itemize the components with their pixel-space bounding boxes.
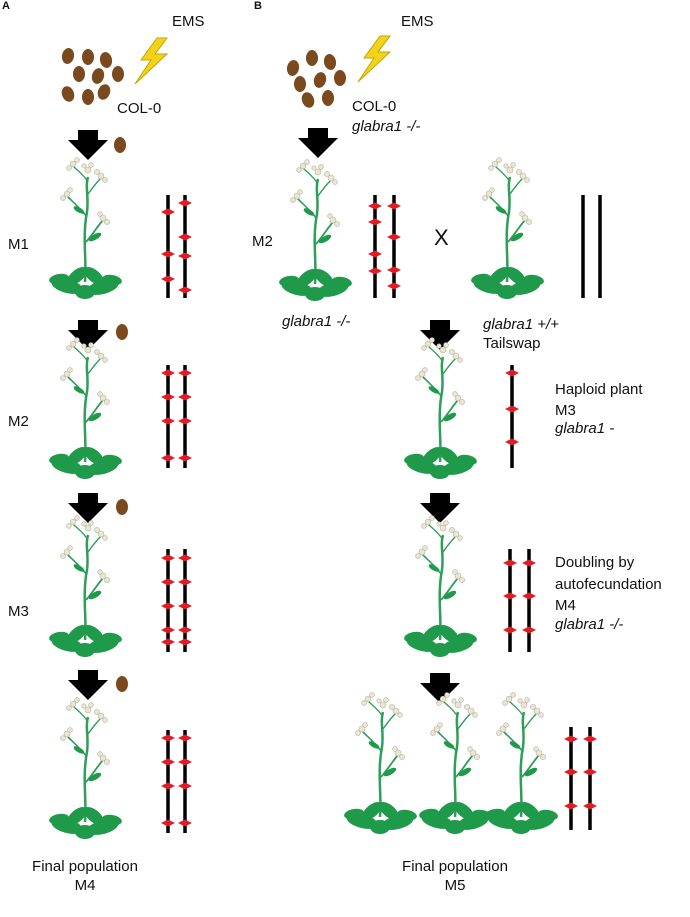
panelA-seed-cluster-icon (59, 47, 124, 105)
panelA-chromosome-pair-icon-2 (161, 365, 192, 468)
panelA-ems-label: EMS (172, 13, 205, 30)
panelB-chromosome-pair-icon-doubled (503, 549, 536, 652)
panelA-plant-icon-3 (47, 514, 124, 659)
panelA-seed-icon-2 (116, 324, 128, 340)
panelA-seed-icon-3 (116, 499, 128, 515)
panelB-lightning-bolt-icon (357, 35, 391, 83)
panelB-doubling-label-1: Doubling by (555, 554, 635, 571)
panelB-down-arrow-icon-3 (420, 493, 460, 523)
panelB-plant-icon-haploid (402, 336, 479, 481)
panelB-doubling-genotype: glabra1 -/- (555, 616, 624, 633)
panelB-plant-icon-final-3 (483, 691, 560, 836)
panelB-tailswap-label: Tailswap (483, 335, 541, 352)
panelB-down-arrow-icon-1 (298, 128, 338, 158)
panelB-mutant-plant-genotype: glabra1 -/- (282, 313, 351, 330)
panelB-tailswap-plant-genotype: glabra1 +/+ (483, 316, 559, 333)
panelB-strain-genotype: glabra1 -/- (352, 118, 421, 135)
panelB-plant-icon-final-1 (342, 691, 419, 836)
panelB-chromosome-icon-haploid (505, 365, 519, 468)
panelA-final-population-title: Final population (32, 858, 138, 875)
panelB-haploid-genotype: glabra1 - (555, 420, 615, 437)
panelA-strain-label: COL-0 (117, 100, 162, 117)
panelB-cross-symbol: X (434, 225, 449, 250)
panelB-chromosome-pair-icon-final (564, 727, 597, 830)
panelA-lightning-bolt-icon (134, 37, 168, 85)
panelB-strain-label: COL-0 (352, 98, 397, 115)
panelA-plant-icon-4 (47, 696, 124, 841)
panelB-chromosome-pair-icon-mutant (368, 195, 401, 298)
panelA-final-population-generation: M4 (74, 877, 96, 894)
panelB-plant-icon-tailswap (469, 156, 546, 301)
panelB-final-population-title: Final population (402, 858, 508, 875)
panelA-down-arrow-icon-1 (68, 130, 108, 160)
panelB-haploid-label: Haploid plant (555, 381, 643, 398)
panelB-plant-icon-final-2 (417, 691, 494, 836)
panelB-ems-label: EMS (401, 13, 434, 30)
panelA-seed-icon-4 (116, 676, 128, 692)
panelA-generation-m2: M2 (8, 413, 29, 430)
panelA-chromosome-pair-icon-3 (161, 549, 192, 652)
panelB-seed-cluster-icon (285, 50, 346, 110)
panelB-final-population-generation: M5 (444, 877, 466, 894)
panelB-haploid-generation: M3 (555, 402, 576, 419)
panelB-generation-m2: M2 (252, 233, 273, 250)
panelA-down-arrow-icon-3 (68, 493, 108, 523)
panelB-plant-icon-doubled (402, 514, 479, 659)
panelB-letter: B (254, 0, 262, 12)
panelA-chromosome-pair-icon-1 (161, 195, 192, 298)
panelB-plant-icon-mutant (277, 158, 354, 303)
panelA-generation-m1: M1 (8, 236, 29, 253)
panelA-down-arrow-icon-4 (68, 670, 108, 700)
panelA-letter: A (2, 0, 10, 12)
panelA-seed-icon-1 (114, 137, 126, 153)
panelB-doubling-label-2: autofecundation (555, 576, 662, 593)
panelA-plant-icon-2 (47, 336, 124, 481)
panelA-chromosome-pair-icon-4 (161, 730, 192, 833)
panelB-chromosome-pair-icon-tailswap (581, 195, 602, 298)
panelB-doubling-generation: M4 (555, 597, 576, 614)
panelA-generation-m3: M3 (8, 603, 29, 620)
panelA-plant-icon-1 (47, 156, 124, 301)
